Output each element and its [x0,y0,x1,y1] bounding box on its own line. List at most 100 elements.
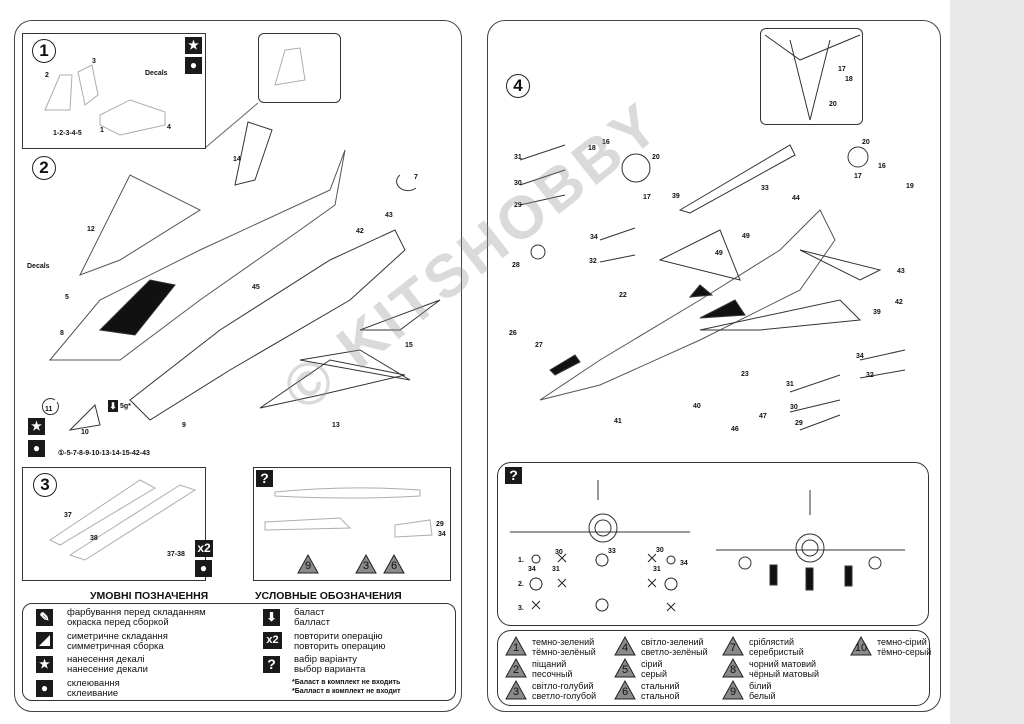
part-label: 41 [614,418,622,425]
step-1-inset [258,33,341,103]
paint-triangle: 9 [297,554,319,574]
symmetry-icon [36,632,53,649]
legend-panel [22,603,456,701]
paint-triangle: 1 [505,636,527,656]
paint-number: 6 [621,686,629,698]
right-page [487,20,941,712]
paint-triangle: 6 [614,680,636,700]
part-label: 37 [64,512,72,519]
legend-title-ua: УМОВНІ ПОЗНАЧЕННЯ [90,590,209,602]
part-label: 34 [438,531,446,538]
part-label: 1 [100,127,104,134]
paint-number: 3 [512,686,520,698]
repeat-icon: x2 [263,632,282,649]
part-label: 13 [332,422,340,429]
legend-title-ru: УСЛОВНЫЕ ОБОЗНАЧЕНИЯ [255,590,402,602]
part-label: 34 [856,353,864,360]
part-label: 39 [672,193,680,200]
part-label: 5 [65,294,69,301]
paint-triangle: 10 [850,636,872,656]
part-label: 17 [854,173,862,180]
part-label: 5g* [120,403,131,410]
part-label: 7 [414,174,418,181]
paint-triangle: 4 [614,636,636,656]
part-label: 30 [656,547,664,554]
part-label: 26 [509,330,517,337]
part-label: 2 [45,72,49,79]
paint-triangle: 3 [355,554,377,574]
step-2-number: 2 [32,156,56,180]
part-label: 30 [514,180,522,187]
part-label: 16 [602,139,610,146]
part-label: 31 [653,566,661,573]
glue-icon: ● [185,57,202,74]
part-label: 33 [761,185,769,192]
part-label: 12 [87,226,95,233]
paint-number: 8 [729,664,737,676]
part-label: 31 [786,381,794,388]
part-label: 1-2-3-4-5 [53,130,82,137]
option-row-label: 1. [518,557,524,564]
part-label: 23 [741,371,749,378]
part-label: 18 [588,145,596,152]
paint-number: 2 [512,664,520,676]
part-label: 30 [790,404,798,411]
option-panel [253,467,451,581]
part-label: 43 [897,268,905,275]
paint-number: 5 [621,664,629,676]
weapon-options-panel [497,462,929,626]
ballast-icon: ⬇ [263,609,280,626]
step-1-number: 1 [32,39,56,63]
part-label: 42 [895,299,903,306]
part-label: 39 [873,309,881,316]
paint-triangle: 3 [505,680,527,700]
part-label: 20 [829,101,837,108]
part-label: 37-38 [167,551,185,558]
part-label: 40 [693,403,701,410]
part-label: ①-5-7-8-9-10-13-14-15-42-43 [58,450,150,457]
part-label: 4 [167,124,171,131]
part-label: 29 [436,521,444,528]
part-label: 49 [715,250,723,257]
option-icon: ? [505,467,522,484]
part-label: 3 [92,58,96,65]
part-label: 20 [862,139,870,146]
part-label: 32 [866,372,874,379]
step-4-number: 4 [506,74,530,98]
step-4-inset [760,28,863,125]
part-label: 20 [652,154,660,161]
part-label: 11 [45,406,53,413]
part-label: 8 [60,330,64,337]
part-label: 22 [619,292,627,299]
paint-number: 7 [729,642,737,654]
option-icon: ? [263,656,280,673]
part-label: 49 [742,233,750,240]
paint-triangle: 5 [614,658,636,678]
part-label: 44 [792,195,800,202]
part-label: 17 [838,66,846,73]
part-label: 15 [405,342,413,349]
option-row-label: 3. [518,605,524,612]
scan-edge [950,0,1024,724]
paint-number: 10 [854,642,868,654]
decal-icon: ★ [28,418,45,435]
glue-icon: ● [28,440,45,457]
decal-icon: ★ [185,37,202,54]
part-label: 30 [555,549,563,556]
part-label: 16 [878,163,886,170]
part-label: 45 [252,284,260,291]
part-label: 32 [589,258,597,265]
part-label: 34 [590,234,598,241]
paint-number: 9 [729,686,737,698]
part-label: 38 [90,535,98,542]
part-label: 29 [795,420,803,427]
paint-legend-panel [497,630,930,706]
